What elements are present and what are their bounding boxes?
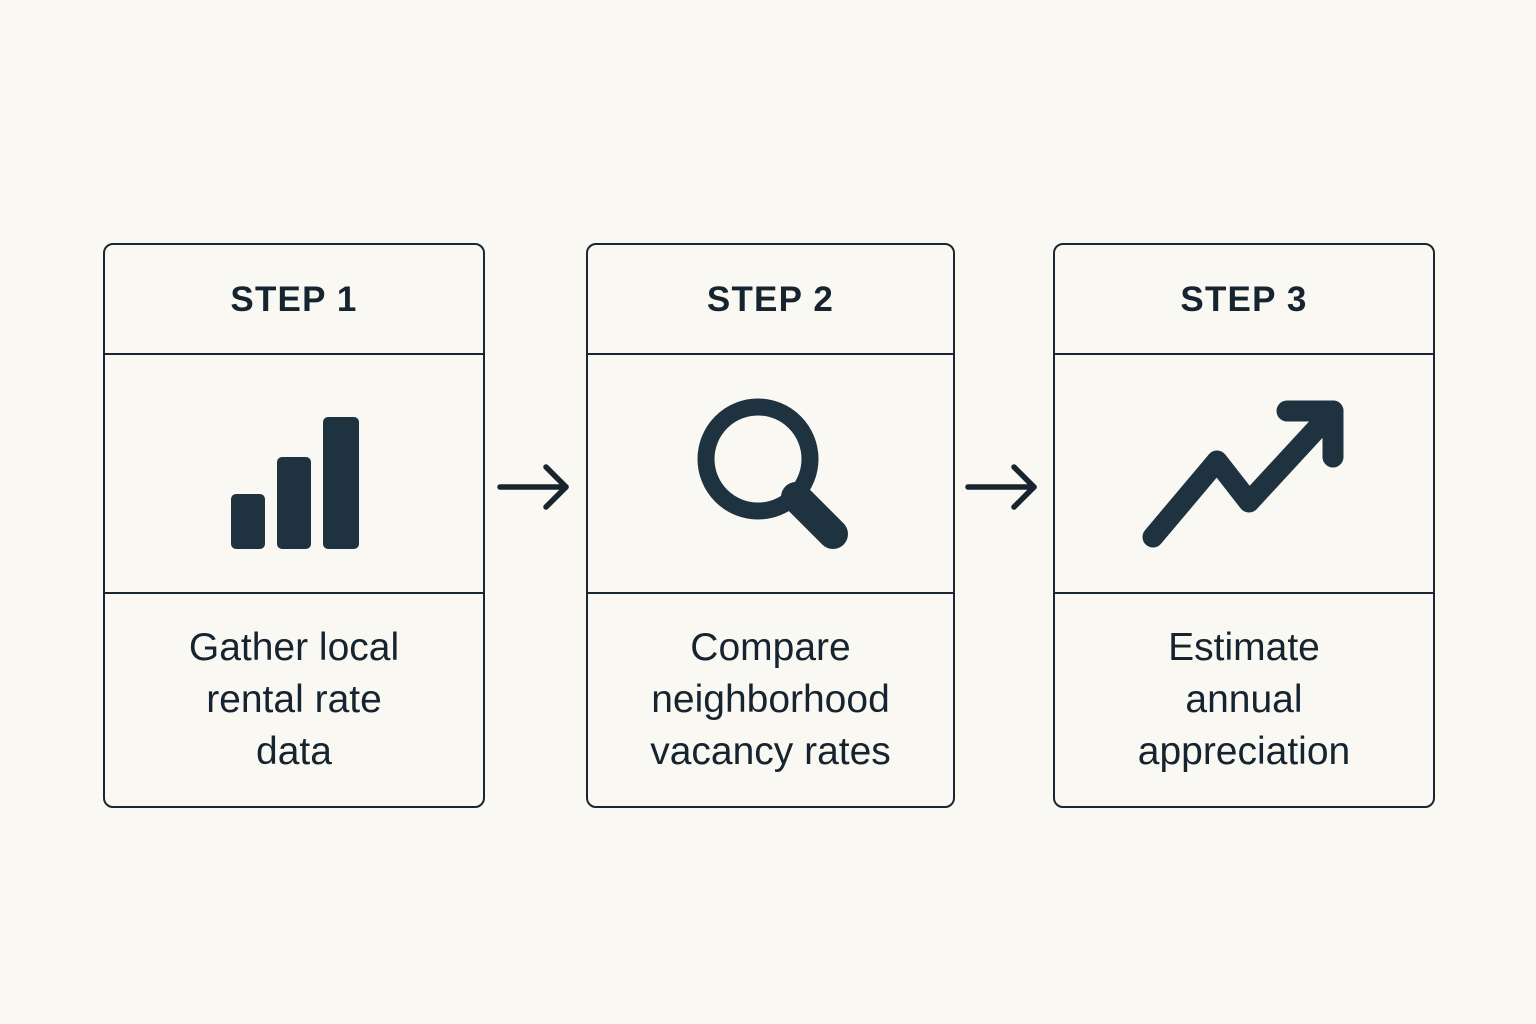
step-card-3[interactable]: STEP 3 Estimate annual appreciation [1053, 243, 1435, 808]
step-card-3-body: Estimate annual appreciation [1055, 594, 1433, 806]
step-card-2-caption: Compare neighborhood vacancy rates [650, 626, 891, 773]
arrow-step-2-to-3 [964, 462, 1050, 512]
arrow-step-1-to-2 [496, 462, 582, 512]
bar-chart-icon [219, 399, 369, 549]
step-card-2-body: Compare neighborhood vacancy rates [588, 594, 953, 806]
trending-up-arrow-icon [1141, 399, 1347, 549]
step-card-2-header: STEP 2 [588, 245, 953, 355]
step-card-1[interactable]: STEP 1 Gather local rental rate data [103, 243, 485, 808]
step-card-1-header: STEP 1 [105, 245, 483, 355]
step-card-3-label: STEP 3 [1180, 279, 1308, 319]
step-card-1-icon-area [105, 355, 483, 594]
step-card-3-caption: Estimate annual appreciation [1137, 626, 1351, 773]
step-card-3-header: STEP 3 [1055, 245, 1433, 355]
step-card-3-icon-area [1055, 355, 1433, 594]
step-card-2-label: STEP 2 [706, 279, 835, 319]
step-card-2[interactable]: STEP 2 Compare neighborhood vacancy rate… [586, 243, 955, 808]
step-card-2-icon-area [588, 355, 953, 594]
step-card-1-caption: Gather local rental rate data [188, 626, 400, 773]
step-card-1-label: STEP 1 [230, 279, 358, 319]
step-card-1-body: Gather local rental rate data [105, 594, 483, 806]
magnifying-glass-icon [681, 389, 861, 559]
